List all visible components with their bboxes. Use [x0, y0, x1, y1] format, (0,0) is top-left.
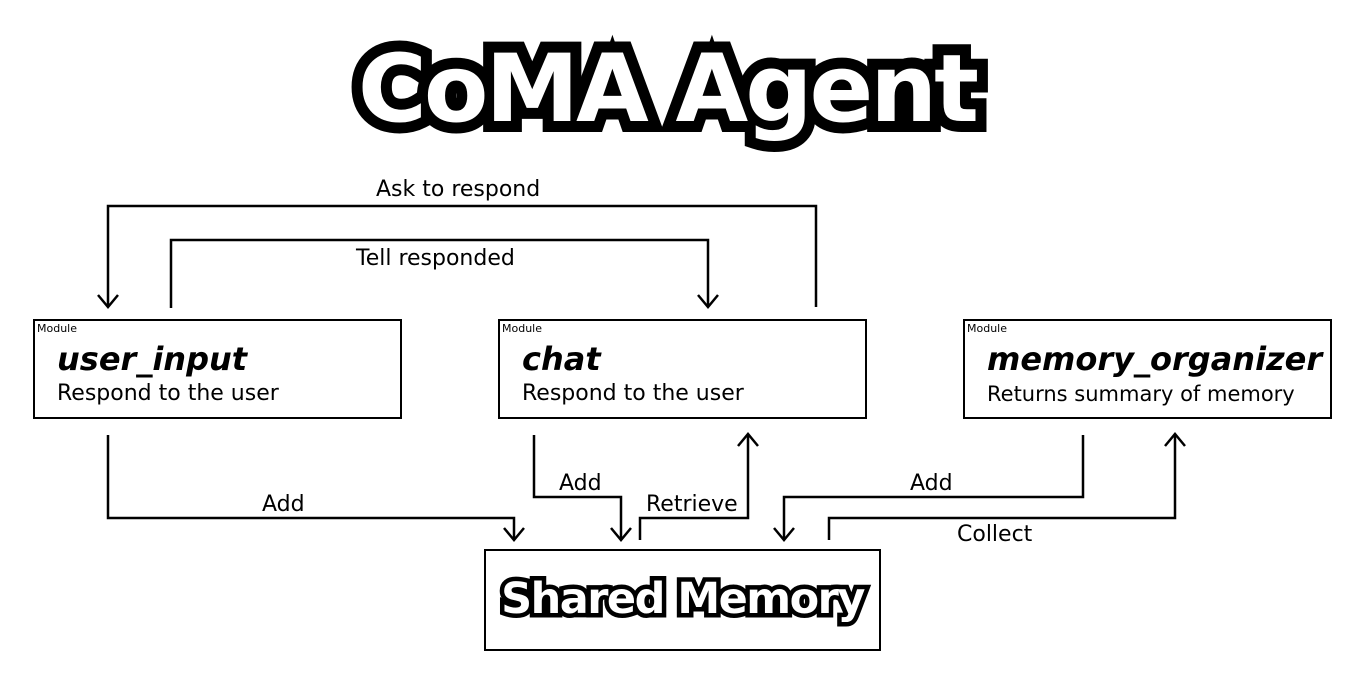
module-description: Respond to the user — [522, 381, 744, 406]
module-tag: Module — [967, 322, 1007, 335]
organizer-collect-arrowhead — [1164, 432, 1186, 447]
edge-label-organizer-add: Add — [910, 471, 953, 496]
shared-memory-label: Shared Memory — [497, 570, 870, 629]
organizer-add-line — [782, 435, 1085, 538]
user-input-add-line — [106, 435, 516, 538]
shared-memory-box: Shared Memory — [484, 549, 881, 651]
user-input-add-arrowhead — [503, 527, 525, 542]
edge-label-tell-responded: Tell responded — [356, 246, 515, 271]
edge-label-user-input-add: Add — [262, 492, 305, 517]
chat-add-arrowhead — [610, 527, 632, 542]
module-chat: Module chat Respond to the user — [498, 319, 867, 419]
edge-label-chat-add: Add — [559, 471, 602, 496]
ask-to-respond-line — [106, 204, 818, 307]
chat-add-line — [532, 435, 623, 538]
edge-label-organizer-collect: Collect — [957, 522, 1033, 547]
organizer-add-arrowhead — [773, 527, 795, 542]
module-user-input: Module user_input Respond to the user — [33, 319, 402, 419]
module-name: chat — [522, 340, 601, 378]
module-description: Respond to the user — [57, 381, 279, 406]
chat-retrieve-arrowhead — [737, 432, 759, 447]
module-tag: Module — [502, 322, 542, 335]
tell-responded-line — [169, 238, 710, 308]
edge-label-chat-retrieve: Retrieve — [646, 492, 738, 517]
module-description: Returns summary of memory — [987, 382, 1295, 406]
diagram-title: CoMA Agent — [347, 24, 990, 155]
module-name: memory_organizer — [987, 340, 1323, 378]
tell-responded-arrowhead — [697, 294, 719, 309]
module-memory-organizer: Module memory_organizer Returns summary … — [963, 319, 1332, 419]
organizer-collect-line — [827, 436, 1177, 540]
chat-retrieve-line — [638, 436, 750, 540]
edge-label-ask-to-respond: Ask to respond — [376, 177, 541, 202]
module-name: user_input — [57, 340, 248, 378]
ask-to-respond-arrowhead — [97, 294, 119, 309]
module-tag: Module — [37, 322, 77, 335]
